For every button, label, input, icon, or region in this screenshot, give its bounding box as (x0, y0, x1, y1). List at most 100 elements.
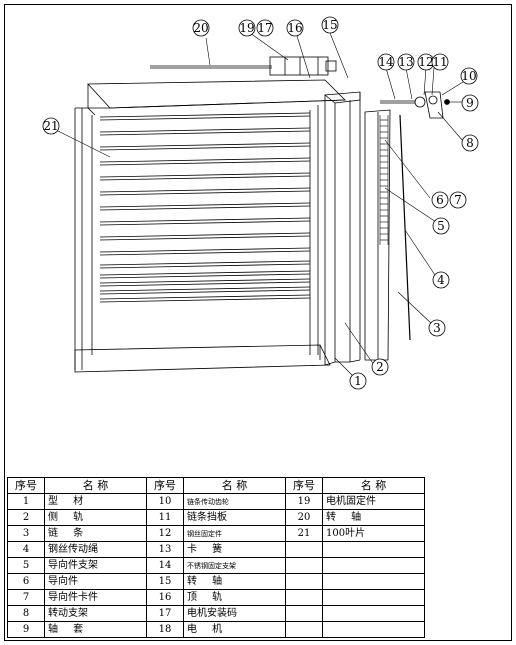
bottom-rail-shape (74, 344, 331, 373)
part-name: 型 材 (44, 493, 147, 510)
part-name: 链 条 (44, 525, 147, 542)
table-row: 6 导向件 15 转 轴 (7, 573, 425, 590)
callout-8: 8 (466, 136, 474, 150)
parts-list-table: 序号 名 称 序号 名 称 序号 名 称 1 型 材 10 链条传动齿轮 19 … (7, 477, 425, 638)
part-name: 链条挡板 (183, 509, 286, 526)
callout-4: 4 (437, 273, 445, 287)
chain-guide-plate-shape (364, 109, 391, 361)
callout-11-circle (431, 53, 449, 71)
table-row: 5 导向件支架 14 不锈钢固定支架 (7, 557, 425, 574)
part-no: 7 (7, 589, 45, 606)
part-no: 5 (7, 557, 45, 574)
part-name: 电机固定件 (322, 493, 425, 510)
callout-5: 5 (437, 219, 445, 233)
part-no: 2 (7, 509, 45, 526)
header-no-1: 序号 (7, 477, 45, 494)
part-no: 9 (7, 621, 45, 638)
part-name: 顶 轨 (183, 589, 286, 606)
slat-stack (99, 112, 311, 303)
header-name-1: 名 称 (44, 477, 147, 494)
top-rail-shape (87, 79, 346, 109)
part-no: 1 (7, 493, 45, 510)
part-name: 轴 套 (44, 621, 147, 638)
part-name: 钢丝传动绳 (44, 541, 147, 558)
part-no (285, 621, 323, 638)
part-name (322, 541, 425, 558)
callout-9: 9 (466, 96, 474, 110)
leader-lines (55, 32, 464, 376)
part-no: 8 (7, 605, 45, 622)
part-no (285, 557, 323, 574)
callout-2-circle (371, 358, 389, 376)
drive-mechanism (380, 91, 450, 119)
part-name (322, 557, 425, 574)
part-no (285, 573, 323, 590)
callout-10-circle (460, 67, 478, 85)
callout-16-circle (286, 19, 304, 37)
callout-8-circle (461, 134, 479, 152)
callout-17: 17 (257, 21, 272, 35)
drawing-frame (4, 4, 512, 641)
callout-10: 10 (461, 69, 476, 83)
part-no: 6 (7, 573, 45, 590)
callout-6: 6 (436, 193, 444, 207)
header-no-3: 序号 (285, 477, 323, 494)
part-no (285, 589, 323, 606)
part-name: 电机安装码 (183, 605, 286, 622)
part-name (322, 621, 425, 638)
part-name: 卡 簧 (183, 541, 286, 558)
callout-14-circle (377, 53, 395, 71)
part-name: 侧 轨 (44, 509, 147, 526)
callout-1-circle (349, 372, 367, 390)
callout-9-circle (461, 94, 479, 112)
part-no: 11 (146, 509, 184, 526)
part-name: 转 轴 (322, 509, 425, 526)
part-no: 4 (7, 541, 45, 558)
motor-shape (269, 56, 329, 76)
table-row: 2 侧 轨 11 链条挡板 20 转 轴 (7, 509, 425, 526)
callout-5-circle (432, 217, 450, 235)
part-no: 18 (146, 621, 184, 638)
header-name-2: 名 称 (183, 477, 286, 494)
part-no: 3 (7, 525, 45, 542)
callout-21-circle (42, 117, 60, 135)
part-name: 导向件卡件 (44, 589, 147, 606)
part-name: 不锈钢固定支架 (183, 557, 286, 574)
part-no: 14 (146, 557, 184, 574)
part-name (322, 573, 425, 590)
part-name: 钢丝固定件 (183, 525, 286, 542)
part-name: 100叶片 (322, 525, 425, 542)
callout-4-circle (432, 271, 450, 289)
callout-15: 15 (322, 18, 337, 32)
callout-7: 7 (454, 193, 462, 207)
part-name: 导向件 (44, 573, 147, 590)
part-no: 20 (285, 509, 323, 526)
callout-2: 2 (376, 360, 384, 374)
part-no: 16 (146, 589, 184, 606)
callout-1: 1 (354, 374, 362, 388)
callout-17-circle (256, 19, 274, 37)
header-no-2: 序号 (146, 477, 184, 494)
part-no (285, 541, 323, 558)
callout-13-circle (397, 53, 415, 71)
part-no (285, 605, 323, 622)
part-name: 电 机 (183, 621, 286, 638)
steel-wire-shape (399, 114, 411, 341)
part-name: 转动支架 (44, 605, 147, 622)
callout-12: 12 (418, 55, 433, 69)
header-name-3: 名 称 (322, 477, 425, 494)
part-name: 导向件支架 (44, 557, 147, 574)
callout-16: 16 (287, 21, 302, 35)
part-name (322, 605, 425, 622)
table-row: 8 转动支架 17 电机安装码 (7, 605, 425, 622)
table-row: 3 链 条 12 钢丝固定件 21 100叶片 (7, 525, 425, 542)
part-no: 13 (146, 541, 184, 558)
part-no: 17 (146, 605, 184, 622)
callout-3: 3 (433, 321, 441, 335)
callout-13: 13 (398, 55, 413, 69)
exploded-assembly-drawing: 20 19 17 16 15 14 13 12 11 10 9 8 6 7 5 … (42, 16, 479, 390)
table-row: 1 型 材 10 链条传动齿轮 19 电机固定件 (7, 493, 425, 510)
part-no: 12 (146, 525, 184, 542)
part-no: 15 (146, 573, 184, 590)
callout-20-circle (192, 19, 210, 37)
